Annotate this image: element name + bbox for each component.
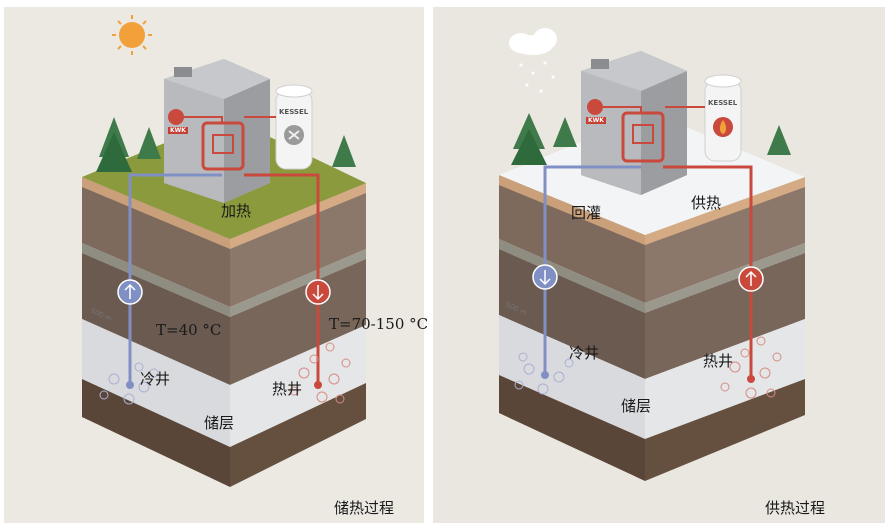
sun-icon bbox=[112, 15, 152, 55]
supply-label: 供热 bbox=[691, 192, 721, 213]
reservoir-label: 储层 bbox=[621, 395, 651, 416]
tank-label: KESSEL bbox=[279, 108, 308, 116]
boiler-tank-icon bbox=[705, 75, 741, 161]
tank-label: KESSEL bbox=[708, 99, 737, 107]
reservoir-label: 储层 bbox=[204, 412, 234, 433]
heating-label: 加热 bbox=[221, 200, 251, 221]
hot-temp-label: T=70-150 °C bbox=[329, 315, 428, 333]
cold-well-label: 冷井 bbox=[569, 342, 599, 363]
hot-well-label: 热井 bbox=[703, 350, 733, 371]
panel-supply-process: KWK KESSEL 500 m 回灌 供热 冷井 热井 储层 供热过程 bbox=[433, 7, 885, 523]
reinjection-label: 回灌 bbox=[571, 202, 601, 223]
snowflake-icon bbox=[520, 62, 555, 93]
caption-supply: 供热过程 bbox=[765, 497, 825, 518]
chp-label: KWK bbox=[586, 117, 606, 124]
hot-well-label: 热井 bbox=[272, 378, 302, 399]
chp-label: KWK bbox=[168, 127, 188, 134]
cold-well-label: 冷井 bbox=[140, 368, 170, 389]
boiler-tank-icon bbox=[276, 85, 312, 169]
cold-temp-label: T=40 °C bbox=[156, 321, 221, 339]
caption-storage: 储热过程 bbox=[334, 497, 394, 518]
cloud-icon bbox=[509, 28, 557, 55]
storage-diagram bbox=[4, 7, 424, 523]
panel-storage-process: KWK KESSEL 500 m 加热 T=40 °C T=70-150 °C … bbox=[4, 7, 424, 523]
supply-diagram bbox=[433, 7, 885, 523]
